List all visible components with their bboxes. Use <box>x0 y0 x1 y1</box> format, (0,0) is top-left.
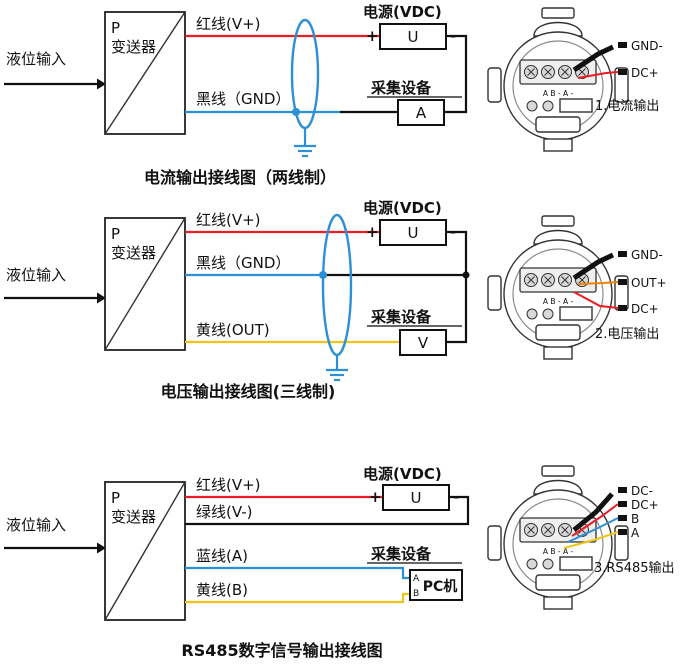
terminal-tag <box>618 487 627 493</box>
junction-dot <box>462 271 470 279</box>
terminal-tag <box>618 279 627 285</box>
device-cable <box>572 252 615 281</box>
input-arrow-head <box>97 292 106 304</box>
transmitter-p: P <box>111 19 120 37</box>
shield-connection-dot <box>319 271 327 279</box>
transmitter-p: P <box>111 489 120 507</box>
power-title: 电源(VDC) <box>363 465 442 483</box>
red-wire-label: 红线(V+) <box>196 476 261 494</box>
collector-unit: A <box>416 104 427 122</box>
transmitter-name: 变送器 <box>111 38 156 56</box>
section-caption: 电流输出接线图（两线制） <box>144 168 336 187</box>
collector-unit: V <box>418 334 429 352</box>
transmitter-head <box>487 465 629 610</box>
terminal-label: GND- <box>631 248 663 262</box>
power-title: 电源(VDC) <box>363 199 442 217</box>
transmitter-diagonal <box>104 481 186 621</box>
shield-connection-dot <box>292 108 300 116</box>
terminal-tag <box>618 515 627 521</box>
power-box <box>379 23 447 50</box>
collector-title: 采集设备 <box>370 308 432 326</box>
plus-sign: + <box>369 488 382 506</box>
section-rs485-output: 液位输入 P 变送器 红线(V+) 绿线(V-) 蓝线(A) 黄线(B) 电源(… <box>4 465 675 660</box>
power-title: 电源(VDC) <box>363 3 442 21</box>
transmitter-name: 变送器 <box>111 508 156 526</box>
terminal-label: B <box>631 512 639 526</box>
device-caption: 1.电流输出 <box>595 98 659 114</box>
collector-title: 采集设备 <box>370 79 432 97</box>
out-wire-label: 黄线(OUT) <box>196 321 270 339</box>
terminal-tag <box>618 529 627 535</box>
terminal-label: DC- <box>631 484 653 498</box>
minus-sign: - <box>453 488 459 506</box>
green-wire-label: 绿线(V-) <box>196 503 253 521</box>
power-unit: U <box>408 224 419 242</box>
plus-sign: + <box>366 223 379 241</box>
b-wire-label: 黄线(B) <box>196 581 248 599</box>
gnd-wire-label: 黑线（GND） <box>196 254 290 272</box>
device-cable <box>572 492 614 532</box>
pc-label: PC机 <box>423 578 458 595</box>
transmitter-p: P <box>111 225 120 243</box>
input-arrow-head <box>97 542 106 554</box>
device-caption: 2.电压输出 <box>595 326 659 342</box>
return-loop-wire <box>444 34 468 114</box>
transmitter-head <box>487 7 629 152</box>
section-current-output: 液位输入 P 变送器 红线(V+) 黑线（GND） 电源(VDC) + U - … <box>4 3 663 187</box>
device-caption: 3.RS485输出 <box>594 560 675 576</box>
return-loop-wire <box>446 230 468 344</box>
terminal-tag <box>618 42 627 48</box>
pc-box <box>409 569 463 601</box>
out-plus-lead <box>577 281 619 285</box>
terminal-tag <box>618 305 627 311</box>
shield-ellipse <box>321 213 353 357</box>
terminal-tag <box>618 251 627 257</box>
plus-sign: + <box>366 27 379 45</box>
dc-plus-lead <box>571 503 619 537</box>
pc-port-a: A <box>413 574 420 584</box>
gnd-wire-label: 黑线（GND） <box>196 90 290 108</box>
ground-symbol <box>294 128 316 158</box>
green-wire <box>185 495 470 526</box>
ground-symbol <box>326 355 348 382</box>
input-arrow-head <box>97 78 106 90</box>
b-lead <box>567 517 619 543</box>
power-unit: U <box>411 489 422 507</box>
power-unit: U <box>408 28 419 46</box>
pc-port-b: B <box>413 589 419 599</box>
a-lead <box>563 531 619 549</box>
transmitter-name: 变送器 <box>111 244 156 262</box>
section-caption: 电压输出接线图(三线制) <box>161 382 336 401</box>
section-voltage-output: 液位输入 P 变送器 红线(V+) 黑线（GND） 黄线(OUT) 电源(VDC… <box>4 199 667 401</box>
terminal-label: OUT+ <box>631 276 667 290</box>
terminal-label: DC+ <box>631 498 659 512</box>
a-wire <box>185 566 410 580</box>
terminal-label: DC+ <box>631 302 659 316</box>
device-cable <box>572 44 615 73</box>
collector-box <box>397 99 445 126</box>
input-label: 液位输入 <box>6 516 66 534</box>
terminal-tag <box>618 69 627 75</box>
terminal-label: DC+ <box>631 66 659 80</box>
input-label: 液位输入 <box>6 50 66 68</box>
a-wire-label: 蓝线(A) <box>196 547 248 565</box>
dc-plus-lead <box>577 71 619 79</box>
red-wire-label: 红线(V+) <box>196 211 261 229</box>
power-box <box>379 219 447 246</box>
transmitter-diagonal <box>104 217 186 351</box>
collector-title: 采集设备 <box>370 545 432 563</box>
b-wire <box>185 592 410 604</box>
power-box <box>382 484 450 511</box>
transmitter-diagonal <box>104 11 186 135</box>
section-caption: RS485数字信号输出接线图 <box>181 641 382 660</box>
collector-box <box>399 329 447 356</box>
terminal-label: A <box>631 526 640 540</box>
dc-plus-lead <box>573 291 619 309</box>
terminal-label: GND- <box>631 39 663 53</box>
input-label: 液位输入 <box>6 266 66 284</box>
terminal-tag <box>618 501 627 507</box>
red-wire-label: 红线(V+) <box>196 15 261 33</box>
